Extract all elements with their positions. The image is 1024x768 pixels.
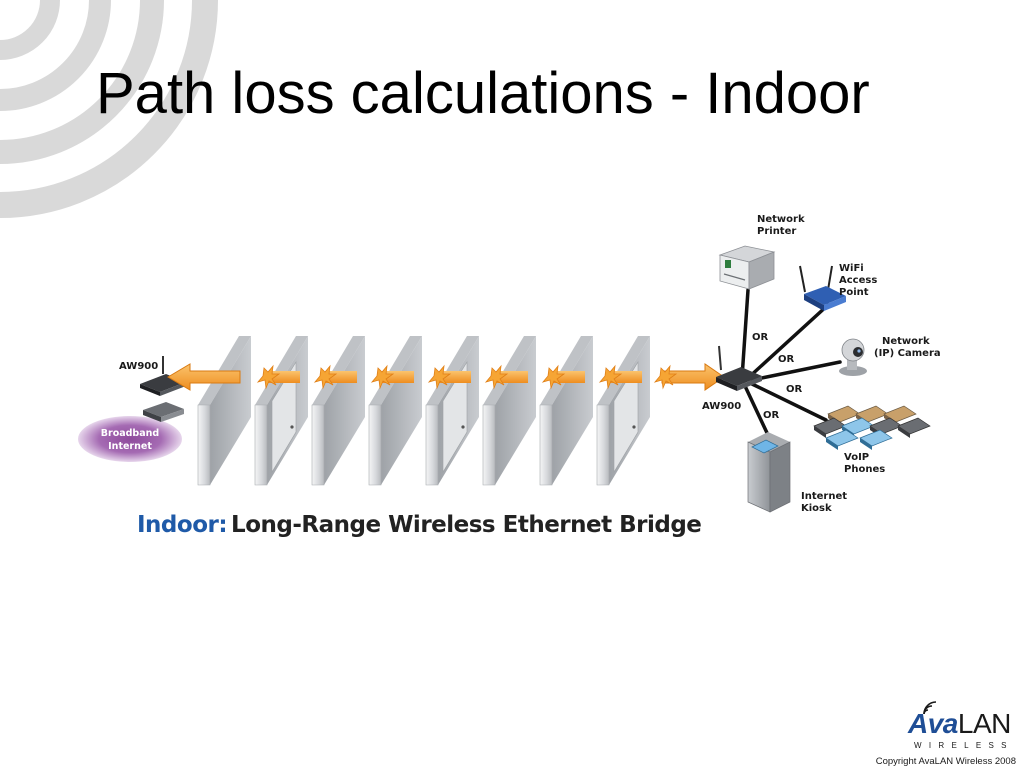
background-arcs-decoration [0, 0, 218, 218]
right-device-label: AW900 [702, 401, 741, 412]
cloud-label-line2: Internet [108, 441, 152, 452]
network-printer-icon [718, 245, 776, 290]
logo-subtitle: WIRELESS [914, 741, 1014, 750]
wall-panel [254, 336, 308, 486]
logo-brand-part2: LAN [957, 708, 1011, 739]
signal-arrow [167, 363, 725, 391]
access-point-label-line1: WiFi [839, 263, 864, 274]
printer-label-line2: Printer [757, 226, 796, 237]
internet-kiosk-icon [747, 432, 791, 513]
or-label: OR [786, 384, 803, 395]
caption-keyword: Indoor: [137, 512, 228, 538]
logo-wordmark: AvaLAN [908, 710, 1011, 738]
wall-panel [596, 336, 650, 486]
slide-title: Path loss calculations - Indoor [96, 61, 870, 126]
or-label: OR [763, 410, 780, 421]
broadband-internet-cloud: Broadband Internet [78, 416, 182, 462]
wall-panel [197, 336, 251, 486]
or-label: OR [752, 332, 769, 343]
wall-panel [368, 336, 422, 486]
wall-panel [539, 336, 593, 486]
phones-label-line1: VoIP [844, 452, 869, 463]
right-aw900-router-icon [716, 345, 762, 391]
wall-panel [311, 336, 365, 486]
access-point-label-line3: Point [839, 287, 869, 298]
camera-label-line2: (IP) Camera [874, 348, 941, 359]
wifi-access-point-icon [799, 265, 846, 311]
avalan-logo: AvaLAN WIRELESS [908, 700, 1014, 756]
connection-lines [740, 288, 842, 437]
printer-label-line1: Network [757, 214, 805, 225]
signal-waves-icon [923, 701, 937, 715]
copyright-footer: Copyright AvaLAN Wireless 2008 [875, 756, 1016, 767]
wall-panel [482, 336, 536, 486]
wall-panel [425, 336, 479, 486]
voip-phones-icon [813, 405, 931, 450]
wall-panels [197, 336, 650, 486]
access-point-label-line2: Access [839, 275, 877, 286]
phones-label-line2: Phones [844, 464, 885, 475]
left-device-label: AW900 [119, 361, 158, 372]
cloud-label-line1: Broadband [101, 428, 159, 439]
logo-brand-part1: Ava [908, 708, 958, 739]
ip-camera-icon [839, 338, 867, 376]
or-label: OR [778, 354, 795, 365]
camera-label-line1: Network [882, 336, 930, 347]
diagram-caption: Indoor:Long-Range Wireless Ethernet Brid… [137, 512, 702, 538]
caption-text: Long-Range Wireless Ethernet Bridge [231, 512, 702, 538]
bridge-diagram: Broadband Internet AW900 [78, 214, 941, 514]
kiosk-label-line2: Kiosk [801, 503, 832, 514]
kiosk-label-line1: Internet [801, 491, 847, 502]
